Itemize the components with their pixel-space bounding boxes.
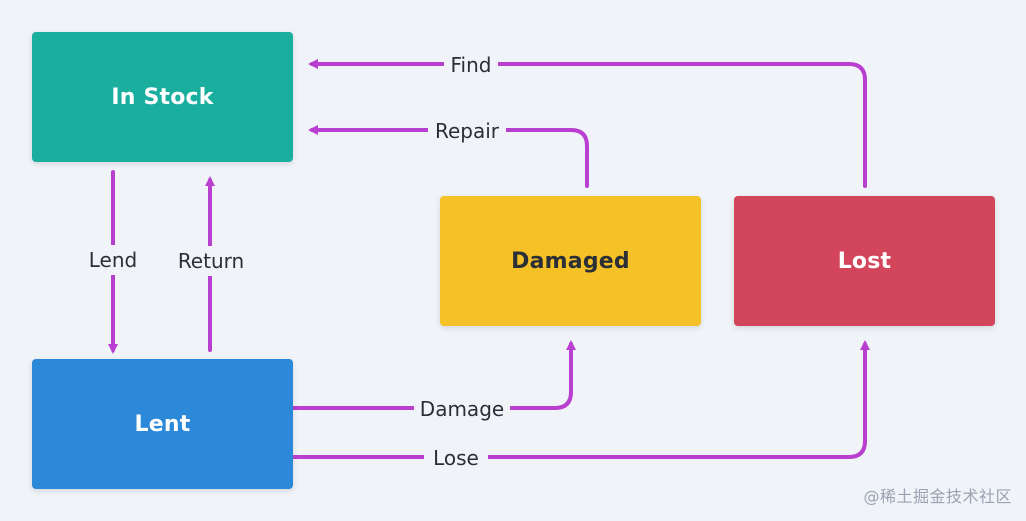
edge-label-bg-repair [428, 116, 506, 144]
edge-label-find: Find [451, 53, 492, 77]
edge-find [308, 59, 867, 188]
node-in-stock-label: In Stock [111, 84, 214, 110]
node-damaged-label: Damaged [511, 248, 630, 274]
node-lent: Lent [32, 359, 293, 489]
edge-label-damage: Damage [420, 397, 504, 421]
edge-label-return: Return [178, 249, 244, 273]
edge-label-bg-find [444, 50, 498, 78]
node-lent-label: Lent [134, 411, 191, 437]
edge-label-bg-lend [84, 245, 142, 275]
edge-label-lose: Lose [433, 446, 479, 470]
edge-damage [290, 340, 576, 410]
edge-label-bg-return [170, 246, 252, 276]
node-damaged: Damaged [440, 196, 701, 326]
edge-repair [308, 125, 589, 188]
edge-label-bg-lose [424, 443, 488, 471]
edge-label-repair: Repair [435, 119, 500, 143]
edge-lose [290, 340, 870, 459]
node-in-stock: In Stock [32, 32, 293, 162]
edge-label-bg-damage [414, 394, 510, 422]
edge-label-lend: Lend [89, 248, 137, 272]
node-lost-label: Lost [837, 248, 892, 274]
watermark: @稀土掘金技术社区 [863, 487, 1012, 506]
node-lost: Lost [734, 196, 995, 326]
